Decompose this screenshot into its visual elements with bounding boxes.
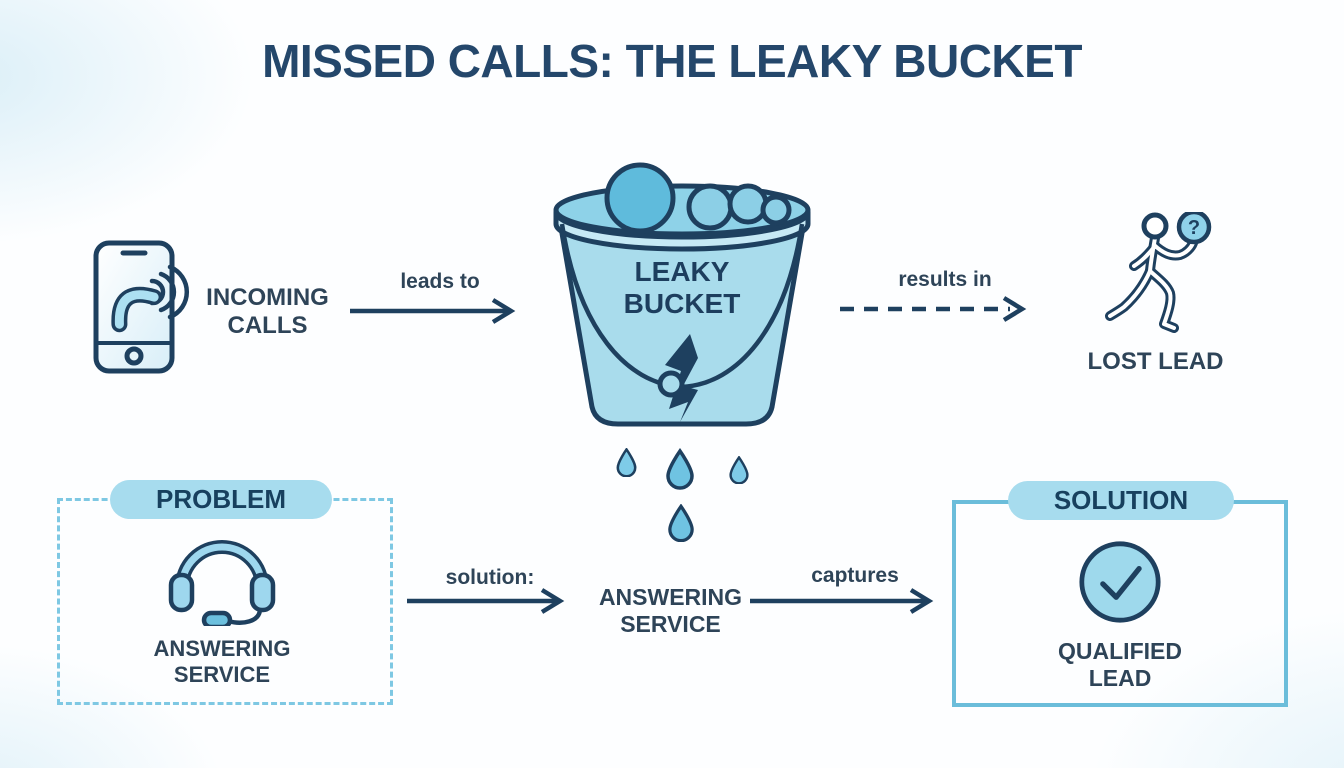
water-drop-icon [666,448,694,490]
solution-arrow-label: solution: [445,566,535,589]
problem-badge: PROBLEM [110,480,332,519]
captures-label: captures [811,564,899,587]
smartphone-incoming-call-icon [92,240,200,375]
water-drop-icon [668,504,694,542]
answering-service-label: ANSWERING SERVICE [598,584,743,638]
leads-to-label: leads to [400,270,480,293]
leak-hole-icon [657,370,685,398]
check-circle-icon [1078,540,1162,624]
captures-arrow-icon [748,586,944,616]
results-in-label: results in [898,268,992,291]
incoming-calls-label: INCOMING CALLS [206,284,329,340]
solution-arrow-icon [405,586,575,616]
results-in-arrow-icon [838,294,1040,324]
lost-lead-label: LOST LEAD [1087,348,1224,375]
water-drop-icon [616,448,637,477]
walking-person-question-icon: ? [1104,212,1212,350]
headset-icon [168,528,276,626]
leaky-bucket-label: LEAKY BUCKET [623,256,741,320]
solution-badge: SOLUTION [1008,481,1234,520]
page-title: MISSED CALLS: THE LEAKY BUCKET [262,35,1082,87]
question-mark: ? [1188,217,1200,239]
problem-answering-service-label: ANSWERING SERVICE [153,636,291,687]
leads-to-arrow-icon [348,296,526,326]
leaky-bucket-icon [552,160,812,432]
qualified-lead-label: QUALIFIED LEAD [1058,638,1182,692]
water-drop-icon [729,456,749,484]
question-badge-icon [1176,212,1212,245]
